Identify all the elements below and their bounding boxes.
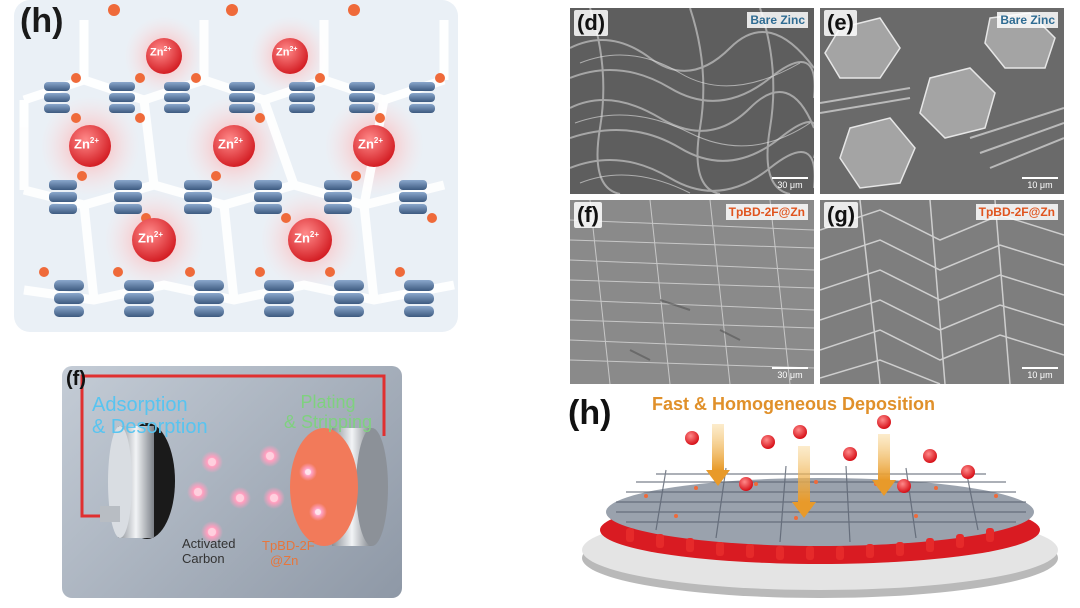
panel-label: (f) bbox=[66, 368, 86, 390]
scale-bar: 30 μm bbox=[772, 177, 808, 190]
sem-panel-label: (d) bbox=[574, 10, 609, 36]
sem-sample-tag: TpBD-2F@Zn bbox=[975, 204, 1058, 220]
sem-panel-label: (g) bbox=[824, 202, 859, 228]
zn-ion-label: Zn2+ bbox=[138, 230, 164, 246]
sem-image-f: (f) TpBD-2F@Zn 30 μm bbox=[570, 200, 814, 384]
framework-illustration bbox=[19, 4, 455, 317]
electrode-illustration bbox=[80, 374, 388, 546]
scale-bar: 10 μm bbox=[1022, 367, 1058, 380]
sem-texture bbox=[570, 8, 814, 194]
activated-carbon-label: Activated Carbon bbox=[182, 536, 236, 566]
framework-illustration-panel: Zn2+ Zn2+ Zn2+ Zn2+ Zn2+ Zn2+ Zn2+ (h) bbox=[14, 0, 458, 332]
sem-texture bbox=[570, 200, 814, 384]
sem-sample-tag: TpBD-2F@Zn bbox=[725, 204, 808, 220]
sem-texture bbox=[820, 12, 1064, 189]
zn-ion-label: Zn2+ bbox=[358, 136, 384, 152]
panel-label: (h) bbox=[20, 2, 64, 40]
zn-ion-label: Zn2+ bbox=[276, 46, 298, 59]
sem-image-e: (e) Bare Zinc 10 μm bbox=[820, 8, 1064, 194]
deposition-illustration-panel: (h) Fast & Homogeneous Deposition bbox=[566, 390, 1070, 604]
zn-ion-label: Zn2+ bbox=[294, 230, 320, 246]
deposition-illustration bbox=[582, 415, 1058, 598]
tpbd-electrode-label: TpBD-2F @Zn bbox=[262, 538, 315, 568]
sem-sample-tag: Bare Zinc bbox=[747, 12, 808, 28]
sem-sample-tag: Bare Zinc bbox=[997, 12, 1058, 28]
scale-bar: 10 μm bbox=[1022, 177, 1058, 190]
electrode-illustration-panel: (f) Adsorption & Desorption Plating & St… bbox=[62, 366, 402, 598]
sem-texture bbox=[820, 200, 1064, 384]
zn-ion-label: Zn2+ bbox=[150, 46, 172, 59]
sem-panel-label: (f) bbox=[574, 202, 602, 228]
zn-ion-label: Zn2+ bbox=[218, 136, 244, 152]
adsorption-title: Adsorption & Desorption bbox=[92, 394, 208, 438]
sem-panel-label: (e) bbox=[824, 10, 857, 36]
deposition-title: Fast & Homogeneous Deposition bbox=[652, 394, 936, 414]
sem-image-g: (g) TpBD-2F@Zn 10 μm bbox=[820, 200, 1064, 384]
panel-label: (h) bbox=[568, 394, 612, 432]
zn-ion-label: Zn2+ bbox=[74, 136, 100, 152]
sem-image-d: (d) Bare Zinc 30 μm bbox=[570, 8, 814, 194]
plating-title: Plating & Stripping bbox=[284, 392, 373, 432]
scale-bar: 30 μm bbox=[772, 367, 808, 380]
